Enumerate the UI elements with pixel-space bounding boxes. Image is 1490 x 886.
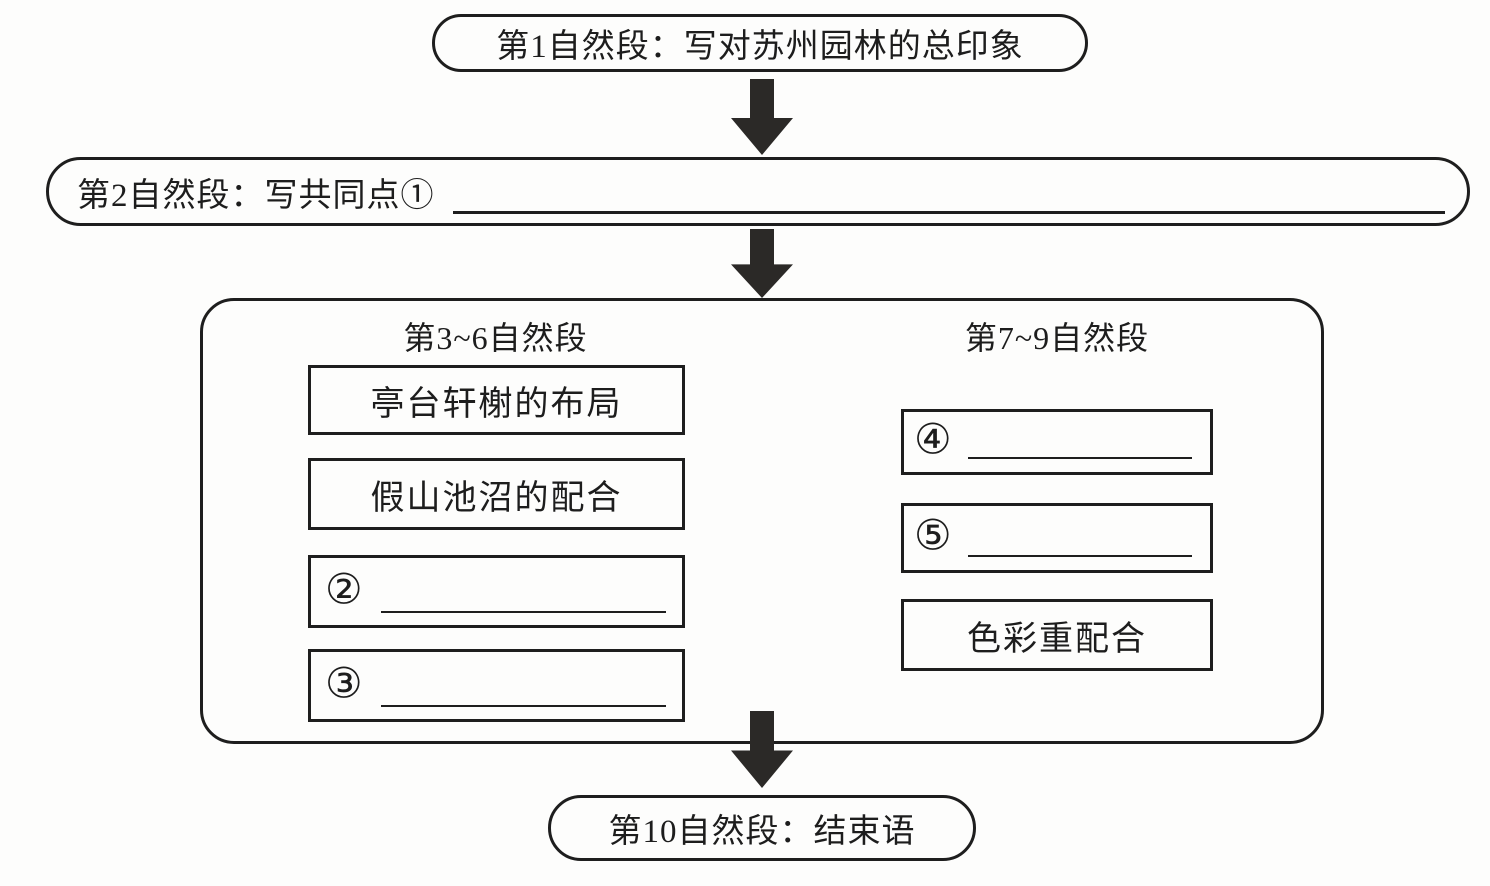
circled-number-marker: ④ [914,414,954,464]
fill-in-blank-line [968,457,1192,459]
fill-in-blank-line [381,611,666,613]
box-label: 亭台轩榭的布局 [370,385,623,423]
circled-number-marker: ③ [325,657,365,707]
blank-box-4: ④ [901,409,1213,475]
down-arrow-shape [731,79,793,155]
fill-in-blank-line [381,705,666,707]
node-paragraph-10-label: 第10自然段：结束语 [608,814,916,850]
right-column-header: 第7~9自然段 [964,320,1150,356]
node-paragraph-2-label: 第2自然段：写共同点① [77,177,435,214]
box-label: 假山池沼的配合 [370,479,623,517]
fill-in-blank-line [968,555,1192,557]
blank-box-3: ③ [308,649,685,722]
circled-number-marker: ⑤ [914,510,954,560]
node-paragraph-2: 第2自然段：写共同点① [46,157,1470,226]
node-paragraph-1: 第1自然段：写对苏州园林的总印象 [432,14,1088,72]
blank-box-2: ② [308,555,685,628]
node-paragraph-10: 第10自然段：结束语 [548,795,976,861]
down-arrow-shape [731,229,793,298]
circled-number-marker: ② [325,563,365,613]
down-arrow-icon [731,711,793,788]
blank-box-5: ⑤ [901,503,1213,573]
fill-in-blank-line [453,211,1445,214]
box-label: 色彩重配合 [967,620,1147,658]
middle-group-container: 第3~6自然段 第7~9自然段 亭台轩榭的布局 假山池沼的配合 ② ③ ④ ⑤ … [200,298,1324,744]
down-arrow-icon [731,79,793,155]
box-tingtai-xuanxie-layout: 亭台轩榭的布局 [308,365,685,435]
down-arrow-shape [731,711,793,788]
box-color-match: 色彩重配合 [901,599,1213,671]
box-jiashan-chizhao-match: 假山池沼的配合 [308,458,685,530]
left-column-header: 第3~6自然段 [403,320,588,356]
node-paragraph-1-label: 第1自然段：写对苏州园林的总印象 [496,29,1024,65]
down-arrow-icon [731,229,793,298]
